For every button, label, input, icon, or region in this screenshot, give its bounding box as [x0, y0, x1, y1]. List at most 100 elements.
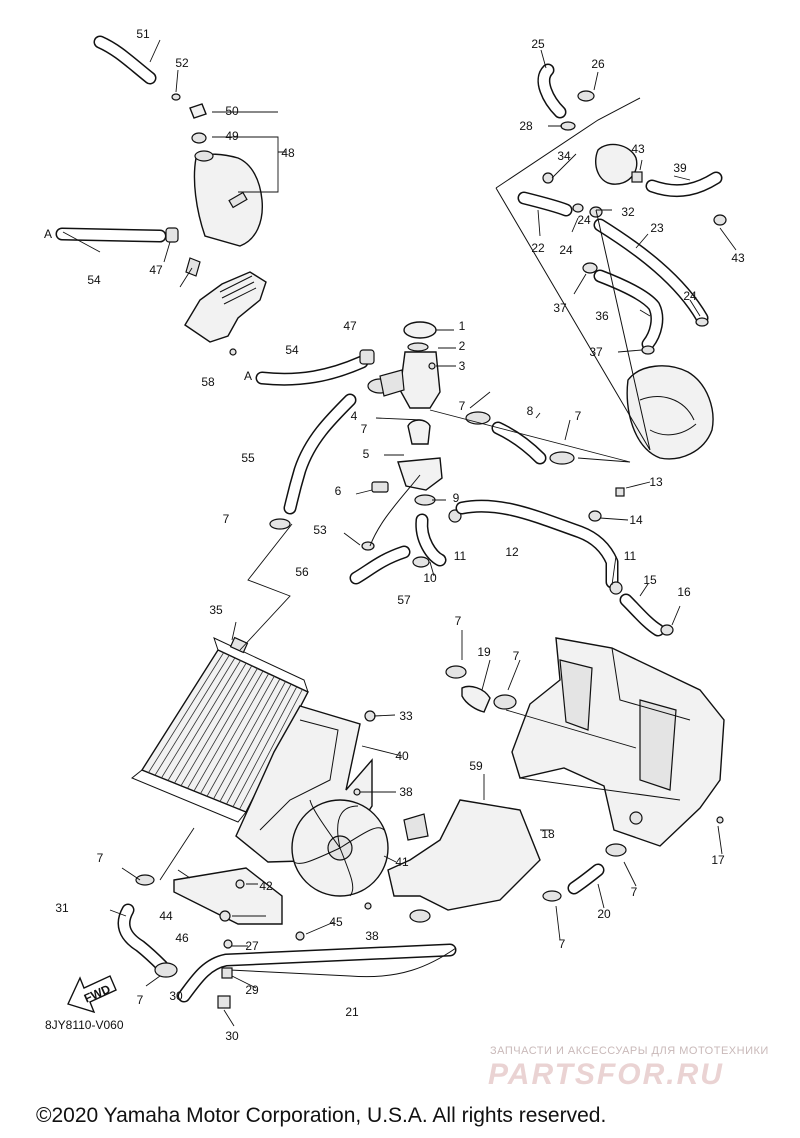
clamp-7-19b: [493, 694, 517, 710]
radiator-fin: [180, 665, 253, 786]
hose-19: [461, 685, 491, 713]
callout-7: 7: [559, 937, 566, 951]
callout-17: 17: [711, 853, 725, 867]
bolt-42: [235, 879, 245, 889]
radiator-fin: [148, 652, 224, 773]
radiator-fin: [213, 678, 281, 800]
radiator-fin: [239, 689, 303, 810]
callout-24: 24: [559, 243, 573, 257]
callout-44: 44: [159, 909, 173, 923]
callout-49: 49: [225, 129, 239, 143]
bolt-3: [428, 362, 436, 370]
clip-53: [171, 93, 181, 101]
callout-7: 7: [455, 614, 462, 628]
callout-53: 53: [313, 523, 327, 537]
callout-42: 42: [259, 879, 273, 893]
bolt-30-lower: [217, 995, 231, 1009]
callout-19: 19: [477, 645, 491, 659]
fwd-arrow: FWD: [67, 975, 117, 1014]
callout-7: 7: [513, 649, 520, 663]
callout-8: 8: [527, 404, 534, 418]
clamp-26: [577, 90, 595, 102]
radiator-fin: [232, 686, 298, 807]
callout-25: 25: [531, 37, 545, 51]
frame-18: [511, 637, 725, 847]
callout-3: 3: [459, 359, 466, 373]
sensor-6: [371, 481, 389, 493]
callout-15: 15: [643, 573, 657, 587]
callout-59: 59: [469, 759, 483, 773]
callout-54: 54: [87, 273, 101, 287]
connector: [403, 813, 429, 841]
callout-54: 54: [285, 343, 299, 357]
thermostat-assembly: [255, 321, 456, 585]
callout-38: 38: [365, 929, 379, 943]
callout-57: 57: [397, 593, 411, 607]
radiator-fin: [206, 676, 275, 797]
callout-40: 40: [395, 749, 409, 763]
screw-38-b: [364, 902, 372, 910]
callout-22: 22: [531, 241, 545, 255]
fitting-47-upper: [165, 227, 179, 243]
callout-21: 21: [345, 1005, 359, 1019]
clamp-16: [660, 624, 674, 636]
screw-58: [229, 348, 237, 356]
clamp-24-b: [695, 317, 709, 327]
clamp-43-b: [713, 214, 727, 226]
housing-lower-5: [397, 457, 443, 491]
callout-16: 16: [677, 585, 691, 599]
screw-45: [295, 931, 305, 941]
callout-37: 37: [553, 301, 567, 315]
radiator-assembly: [109, 523, 457, 1027]
frame-assembly: [387, 630, 725, 941]
seal-11-b: [609, 581, 623, 595]
thermostat-4: [407, 419, 431, 445]
clamp-37-a: [582, 262, 598, 274]
radiator-fin: [219, 681, 286, 802]
bushing: [629, 811, 643, 825]
cap-1: [403, 321, 437, 339]
callout-7: 7: [137, 993, 144, 1007]
water-pump: [626, 365, 714, 460]
diagram-code: 8JY8110-V060: [45, 1018, 124, 1032]
bracket-44: [173, 867, 283, 925]
callout-36: 36: [595, 309, 609, 323]
radiator-fin: [161, 657, 236, 779]
nut-33: [364, 710, 376, 722]
clamp-7-19a: [445, 665, 467, 679]
bracket-mount-b: [639, 699, 677, 791]
screw-38-a: [353, 788, 361, 796]
callout-7: 7: [223, 512, 230, 526]
callout-32: 32: [621, 205, 635, 219]
gasket-2: [407, 342, 429, 352]
callout-20: 20: [597, 907, 611, 921]
callout-47: 47: [149, 263, 163, 277]
clamp-7-8b: [549, 451, 575, 465]
callout-14: 14: [629, 513, 643, 527]
bolt-13: [615, 487, 625, 497]
callout-58: 58: [201, 375, 215, 389]
clamp-7-20a: [605, 843, 627, 857]
callout-30: 30: [169, 989, 183, 1003]
clamp-57: [412, 556, 430, 568]
radiator-fin: [167, 660, 241, 781]
callout-24: 24: [683, 289, 697, 303]
clamp-37-b: [641, 345, 655, 355]
callout-29: 29: [245, 983, 259, 997]
radiator-fins: [148, 652, 303, 810]
callout-9: 9: [453, 491, 460, 505]
clamp-28: [560, 121, 576, 131]
callout-47: 47: [343, 319, 357, 333]
callout-41: 41: [395, 855, 409, 869]
callout-2: 2: [459, 339, 466, 353]
callout-46: 46: [175, 931, 189, 945]
fitting-50: [189, 103, 207, 119]
callout-35: 35: [209, 603, 223, 617]
fitting-47-lower: [359, 349, 375, 365]
callout-11: 11: [454, 549, 467, 563]
bracket-panel: [184, 271, 267, 343]
clamp-7-20b: [542, 890, 562, 902]
callout-37: 37: [589, 345, 603, 359]
callout-30: 30: [225, 1029, 239, 1043]
